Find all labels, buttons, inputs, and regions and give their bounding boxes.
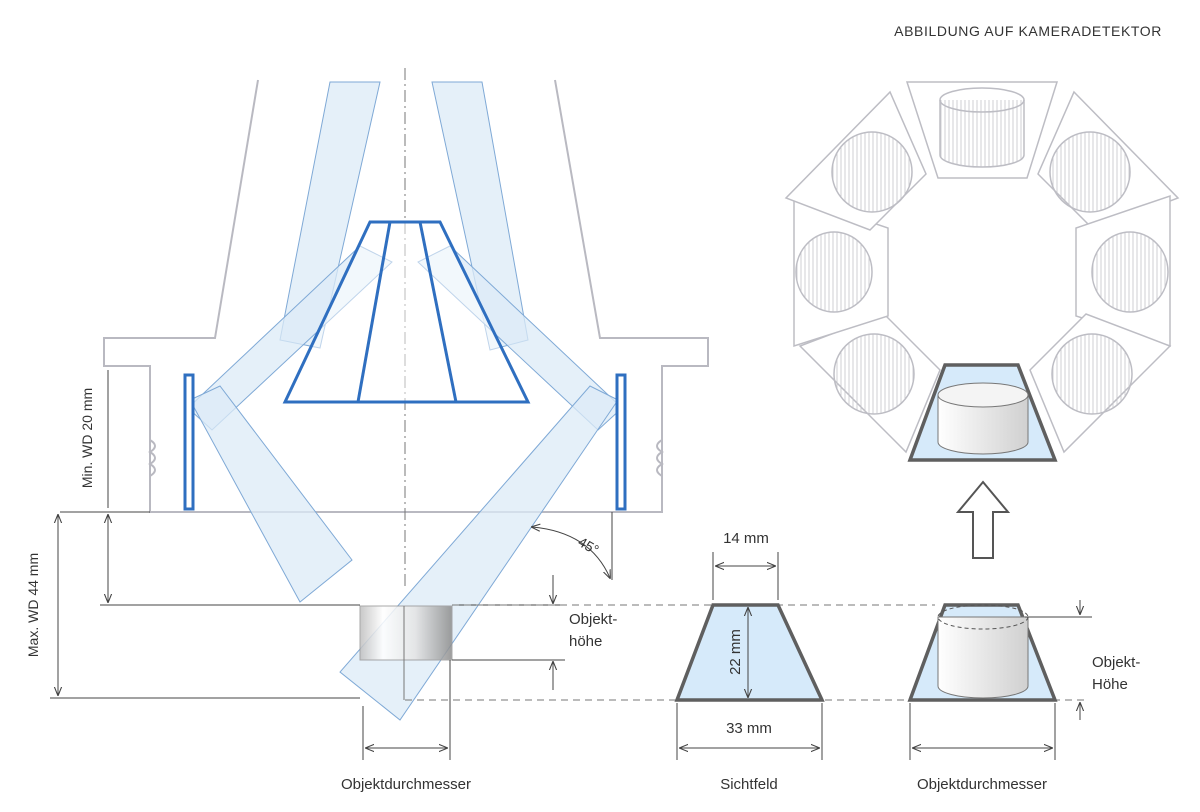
field-of-view: [674, 552, 825, 760]
min-wd-label: Min. WD 20 mm: [79, 388, 95, 488]
detector-title: ABBILDUNG AUF KAMERADETEKTOR: [894, 23, 1162, 39]
segment-n: [905, 81, 1059, 179]
segment-ne: [1037, 90, 1180, 231]
objektdurchmesser-left: Objektdurchmesser: [341, 776, 471, 793]
objekt-hoehe-upper-2: Höhe: [1092, 676, 1128, 693]
object-cylinder-left: [359, 605, 453, 700]
objekt-hoehe-upper-1: Objekt-: [1092, 654, 1140, 671]
angle-label: 45°: [575, 533, 601, 557]
segment-sw: [798, 313, 941, 454]
dimension-lines-left: [50, 370, 613, 760]
segment-nw: [784, 90, 927, 231]
camera-detector-image: [784, 81, 1180, 462]
segment-e: [1075, 194, 1171, 348]
sichtfeld-label: Sichtfeld: [720, 776, 778, 793]
objekt-hoehe-lower-1: Objekt-: [569, 611, 617, 628]
height-label: 22 mm: [727, 629, 744, 675]
segment-s-highlight: [907, 363, 1058, 462]
bottom-width-label: 33 mm: [726, 720, 772, 737]
top-width-label: 14 mm: [723, 530, 769, 547]
cone-mirror: [282, 220, 531, 404]
segment-w: [793, 194, 889, 348]
lens-housing: [103, 79, 709, 513]
side-mirrors: [183, 373, 627, 511]
objektdurchmesser-right: Objektdurchmesser: [917, 776, 1047, 793]
object-in-fov: [907, 600, 1092, 760]
max-wd-label: Max. WD 44 mm: [25, 553, 41, 657]
objekt-hoehe-lower-2: höhe: [569, 633, 602, 650]
segment-se: [1029, 313, 1172, 454]
up-arrow-icon: [955, 480, 1011, 559]
